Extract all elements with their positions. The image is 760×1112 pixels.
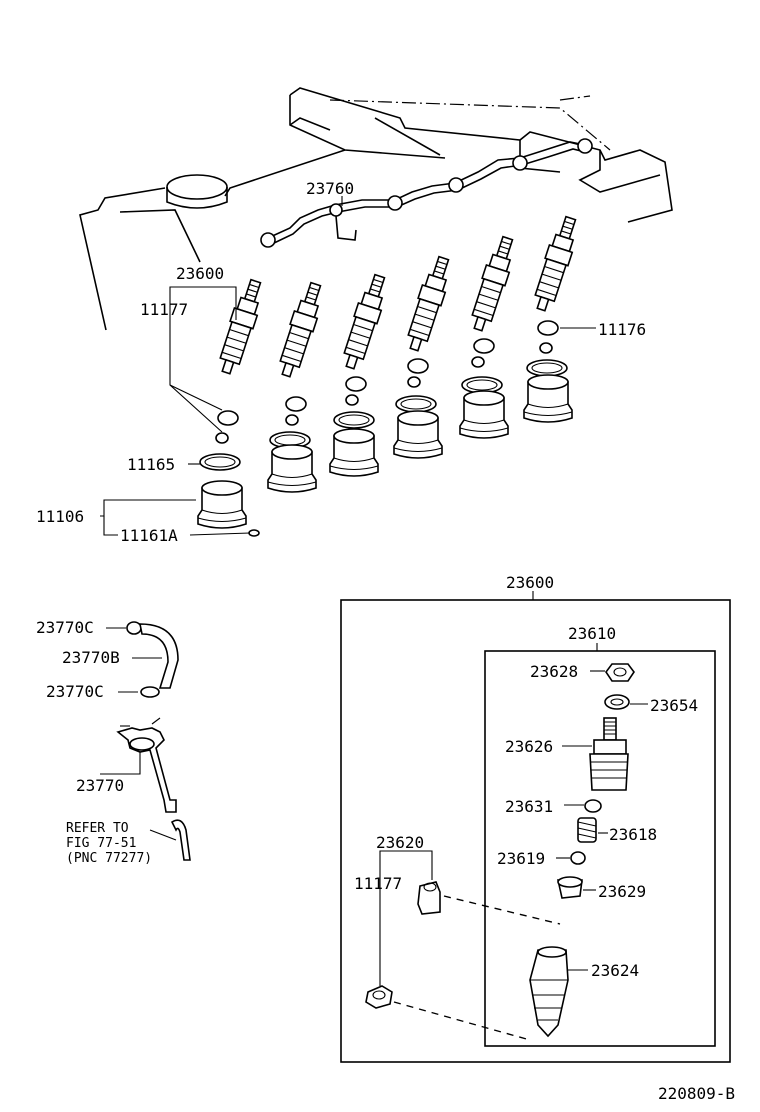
- label-23770c-bottom: 23770C: [46, 682, 104, 701]
- injector-seats: [215, 320, 559, 444]
- injector-2: [279, 281, 322, 378]
- figure-id: 220809-B: [658, 1084, 735, 1103]
- leakage-pipe-assembly: [100, 621, 191, 861]
- label-23600-box: 23600: [506, 573, 554, 592]
- label-11177-box: 11177: [354, 874, 402, 893]
- label-11176: 11176: [598, 320, 646, 339]
- injection-pipe: [260, 138, 593, 248]
- injector-1: [219, 278, 262, 375]
- label-23760: 23760: [306, 179, 354, 198]
- label-23770c-top: 23770C: [36, 618, 94, 637]
- label-23770: 23770: [76, 776, 124, 795]
- refer-note-line1: REFER TO: [66, 821, 129, 836]
- injector-3: [343, 273, 386, 370]
- label-23626: 23626: [505, 737, 553, 756]
- label-23618: 23618: [609, 825, 657, 844]
- injector-5: [471, 235, 514, 332]
- label-23629: 23629: [598, 882, 646, 901]
- injector-6: [534, 215, 577, 312]
- label-23600-top: 23600: [176, 264, 224, 283]
- label-11165: 11165: [127, 455, 175, 474]
- injector-4: [407, 255, 450, 352]
- label-23624: 23624: [591, 961, 639, 980]
- label-23654: 23654: [650, 696, 698, 715]
- nozzle-holders: [197, 374, 573, 529]
- label-23770b: 23770B: [62, 648, 120, 667]
- label-23631: 23631: [505, 797, 553, 816]
- leader-lines-top: [100, 196, 596, 536]
- engine-head-outline: [79, 87, 673, 331]
- refer-note-line3: (PNC 77277): [66, 851, 152, 866]
- label-11177-top: 11177: [140, 300, 188, 319]
- label-11106: 11106: [36, 507, 84, 526]
- label-23620: 23620: [376, 833, 424, 852]
- label-23628: 23628: [530, 662, 578, 681]
- gaskets: [199, 359, 568, 471]
- injector-assembly-box: [340, 591, 731, 1063]
- pin-11161a: [248, 529, 260, 537]
- label-23610: 23610: [568, 624, 616, 643]
- label-11161a: 11161A: [120, 526, 178, 545]
- refer-note-line2: FIG 77-51: [66, 836, 136, 851]
- exploded-parts: [365, 663, 648, 1041]
- label-23619: 23619: [497, 849, 545, 868]
